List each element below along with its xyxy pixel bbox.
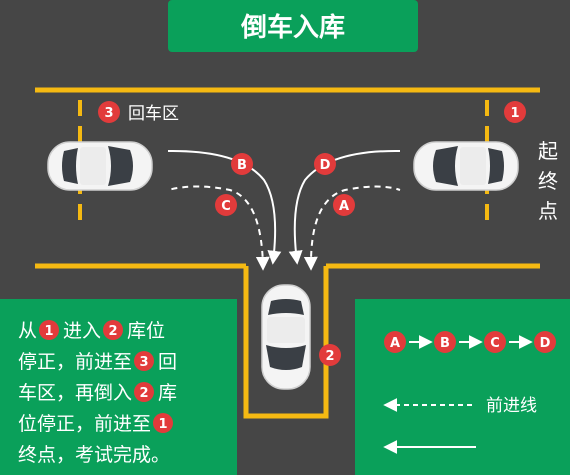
- instruction-text: 回: [158, 351, 177, 373]
- legend-panel: [355, 299, 570, 475]
- instruction-number: 2: [108, 324, 117, 339]
- instruction-text: 停正，前进至: [18, 351, 132, 373]
- garage-marker: [319, 344, 341, 366]
- instruction-number: 1: [44, 324, 53, 339]
- route-arrow-d: [288, 149, 401, 265]
- legend-letter-badge: [434, 331, 456, 353]
- instruction-text: 从: [18, 320, 37, 342]
- instruction-number: 3: [139, 355, 148, 370]
- start-end-char: 起: [538, 139, 558, 163]
- start-end-label: 起 终 点: [538, 139, 558, 223]
- turn-area-label: 回车区: [128, 104, 179, 124]
- legend-letter-badge: [484, 331, 506, 353]
- start-end-char: 点: [538, 199, 558, 223]
- instruction-text: 库位: [127, 320, 165, 342]
- legend-letter: D: [540, 336, 551, 351]
- route-arrow-a: [303, 185, 401, 271]
- car-left: [47, 141, 153, 191]
- route-arrow-c: [167, 185, 270, 271]
- start-end-char: 终: [538, 169, 558, 193]
- route-arrow-b: [167, 149, 282, 265]
- legend-letter: B: [440, 336, 450, 351]
- instruction-number-badge: [134, 351, 154, 371]
- instruction-number: 2: [139, 386, 148, 401]
- page-title: 倒车入库: [240, 12, 345, 43]
- instruction-number-badge: [153, 413, 173, 433]
- legend-letter: A: [390, 336, 400, 351]
- instruction-number: 1: [158, 417, 167, 432]
- instruction-number-badge: [134, 382, 154, 402]
- instruction-text: 库: [158, 382, 177, 404]
- route-arrows: [167, 149, 401, 271]
- route-letter-a: A: [339, 199, 349, 214]
- legend-letter: C: [490, 336, 500, 351]
- route-letter-c: C: [221, 199, 231, 214]
- legend-letter-badge: [384, 331, 406, 353]
- turn-area-marker-number: 3: [104, 106, 113, 121]
- lane-lines: [35, 87, 540, 419]
- car-right: [413, 141, 519, 191]
- title-banner: [168, 0, 418, 52]
- start-marker-number: 1: [510, 106, 519, 121]
- route-letter-badges: A B C D: [215, 153, 355, 216]
- garage-marker-number: 2: [325, 349, 334, 364]
- turn-area-marker: [98, 101, 120, 123]
- forward-line-label: 前进线: [486, 396, 537, 416]
- route-letter-b: B: [237, 158, 247, 173]
- legend-letter-badge: [534, 331, 556, 353]
- instruction-text: 进入: [63, 320, 101, 342]
- instruction-number-badge: [103, 320, 123, 340]
- route-sequence-legend: A B C D: [384, 331, 556, 353]
- route-letter-d: D: [320, 158, 331, 173]
- instruction-text: 车区，再倒入: [18, 382, 132, 404]
- car-garage: [261, 284, 311, 390]
- instruction-text: 终点，考试完成。: [18, 444, 170, 466]
- instruction-text: 位停正，前进至: [18, 413, 151, 435]
- start-marker: [504, 101, 526, 123]
- instruction-number-badge: [39, 320, 59, 340]
